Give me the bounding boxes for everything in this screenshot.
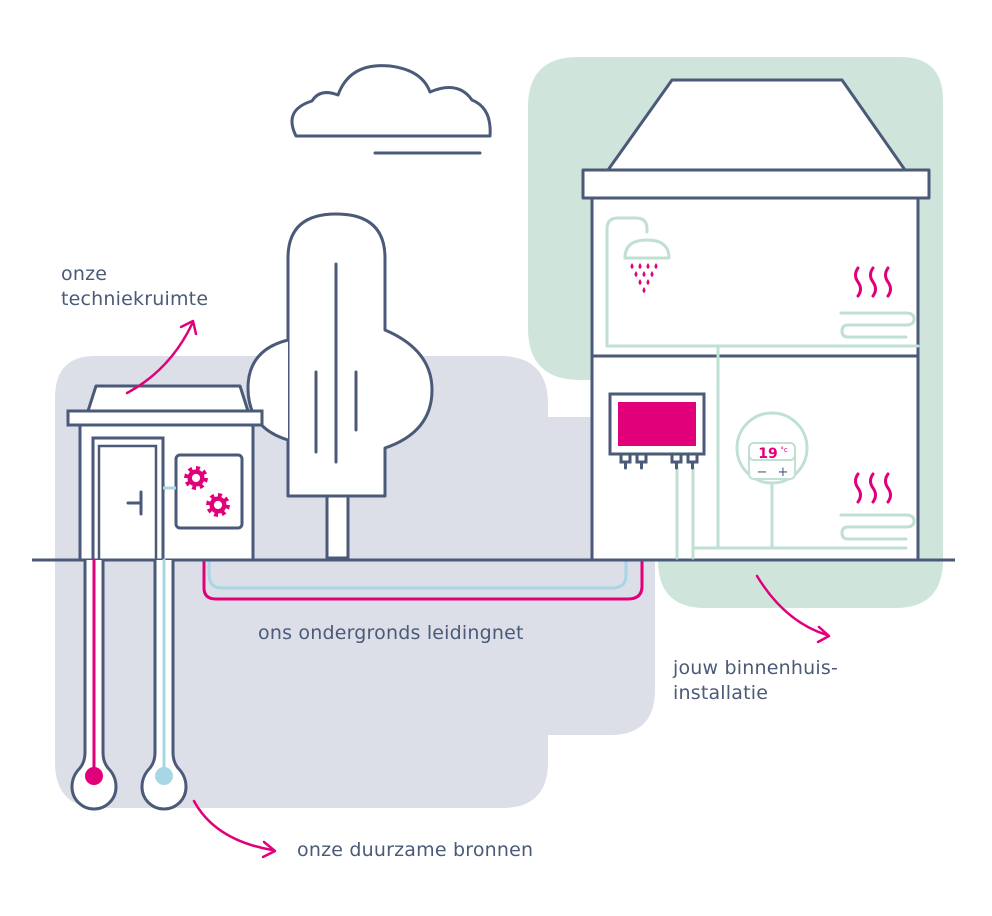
floor-heating-upper — [839, 311, 916, 339]
arrow-icon — [192, 799, 277, 859]
water-drop — [638, 263, 642, 269]
thermostat-minus: − — [757, 465, 768, 480]
gear-icon — [206, 493, 230, 517]
door-handle-icon — [126, 490, 143, 516]
door — [91, 436, 165, 562]
water-drop — [646, 279, 650, 285]
floor-heating-lower — [839, 513, 916, 541]
heat-pump-panel — [174, 453, 244, 530]
water-drop — [654, 263, 658, 269]
water-drop — [646, 263, 650, 269]
label-technical-room-line2: techniekruimte — [61, 288, 209, 310]
label-technical-room-line1: onze — [61, 263, 108, 285]
heat-waves-icon — [854, 266, 892, 298]
water-drop — [642, 287, 646, 293]
hot-supply-pipe — [202, 466, 644, 601]
water-drop — [642, 271, 646, 277]
label-sources: onze duurzame bronnen — [297, 839, 534, 861]
borehole-pipes — [70, 558, 188, 811]
indoor-piping — [605, 216, 920, 560]
gear-icon — [184, 466, 208, 490]
thermostat: 19 °c − + — [735, 411, 809, 485]
tree-icon — [246, 212, 434, 560]
heat-waves-icon — [854, 472, 892, 504]
technical-room — [66, 384, 264, 562]
delivery-set — [608, 392, 706, 470]
thermostat-unit: °c — [780, 446, 788, 454]
cloud-icon — [290, 64, 492, 155]
gear-hole — [191, 473, 201, 483]
arrow-icon — [755, 574, 831, 644]
label-indoor-line1: jouw binnenhuis- — [673, 657, 838, 679]
water-drop — [650, 271, 654, 277]
water-drop — [638, 279, 642, 285]
label-network: ons ondergronds leidingnet — [258, 622, 524, 644]
house — [581, 78, 931, 562]
label-indoor-line2: installatie — [673, 682, 769, 704]
delivery-set-display — [618, 402, 696, 446]
thermostat-temperature: 19 — [758, 446, 777, 462]
underground-network — [202, 466, 644, 601]
thermostat-plus: + — [778, 465, 789, 480]
cold-return-pipe — [207, 466, 628, 590]
shower-icon — [623, 238, 671, 293]
water-drop — [630, 263, 634, 269]
arrow-icon — [125, 319, 198, 395]
water-drop — [634, 271, 638, 277]
gear-hole — [213, 500, 223, 510]
